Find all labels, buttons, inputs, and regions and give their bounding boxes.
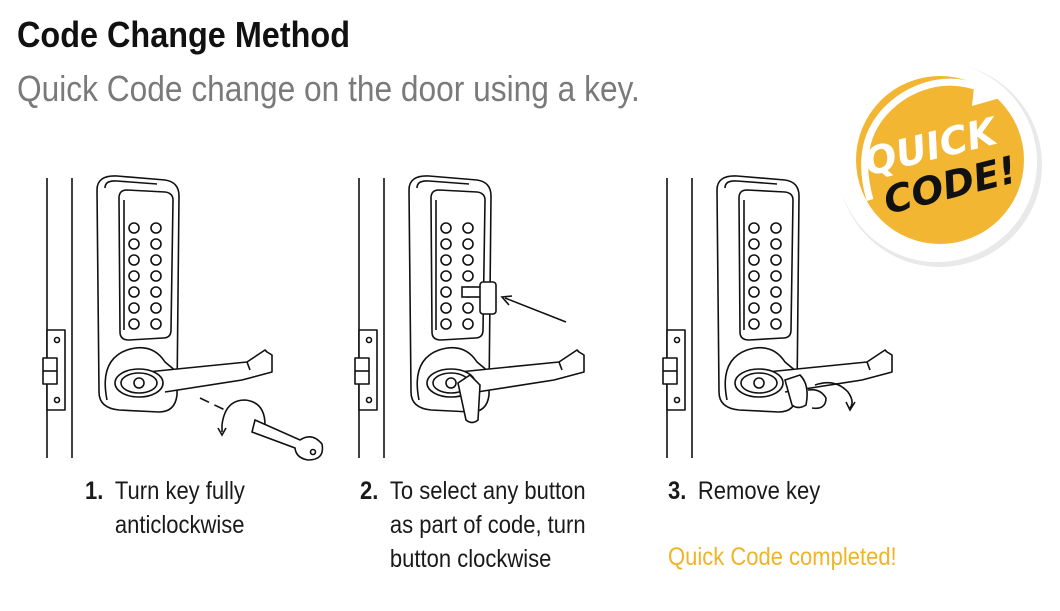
key-removed-icon xyxy=(199,397,324,461)
step-number: 1. xyxy=(85,477,104,505)
page-title: Code Change Method xyxy=(17,14,350,55)
button-key-icon xyxy=(457,281,567,424)
step-line: To select any button xyxy=(389,477,586,505)
step-line: Remove key xyxy=(697,477,821,505)
step-line: Turn key fully xyxy=(114,477,245,505)
step-number: 2. xyxy=(360,477,379,505)
step-number: 3. xyxy=(668,477,687,505)
page-subtitle: Quick Code change on the door using a ke… xyxy=(17,68,640,109)
key-turn-icon xyxy=(784,374,856,412)
step-line: anticlockwise xyxy=(114,511,245,539)
quick-code-badge: QUICK CODE! xyxy=(837,62,1042,267)
step-text: Turn key fully anticlockwise xyxy=(115,474,245,542)
step-line: button clockwise xyxy=(389,545,552,573)
step-1-illustration xyxy=(42,175,324,461)
step-3-illustration xyxy=(662,175,893,459)
step-2-illustration xyxy=(354,175,585,459)
step-line: as part of code, turn xyxy=(389,511,586,539)
completion-message: Quick Code completed! xyxy=(668,543,897,571)
lock-icon xyxy=(42,175,273,459)
step-text: Remove key xyxy=(698,474,820,508)
step-text: To select any button as part of code, tu… xyxy=(390,474,586,576)
